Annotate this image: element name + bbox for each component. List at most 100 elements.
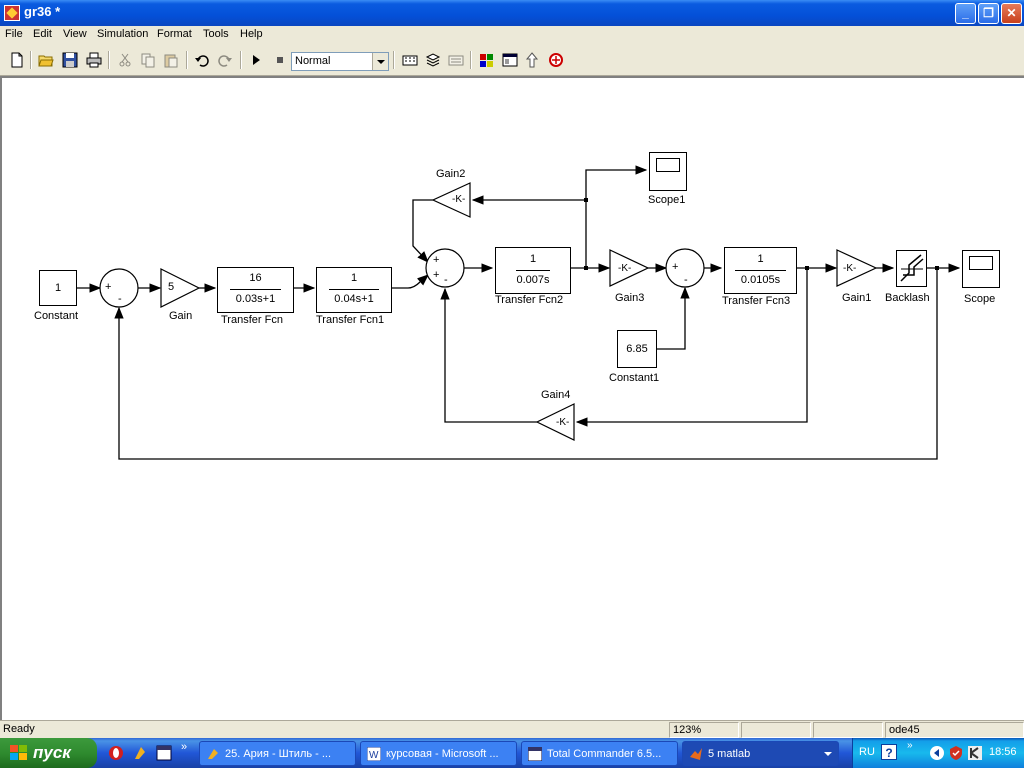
sum2-sign-left: + xyxy=(433,269,440,281)
security-shield-icon[interactable] xyxy=(948,745,964,761)
scope-screen-icon xyxy=(969,256,993,270)
toolbar-separator xyxy=(30,51,32,69)
word-icon: W xyxy=(367,747,381,761)
gain1-value: -K- xyxy=(843,263,857,274)
menu-simulation[interactable]: Simulation xyxy=(97,28,149,40)
library-browser-icon[interactable] xyxy=(479,52,495,68)
cut-icon[interactable] xyxy=(117,52,133,68)
title-bar: gr36 * _ ❐ ✕ xyxy=(0,0,1024,26)
gain-value: 5 xyxy=(168,281,175,293)
menu-help[interactable]: Help xyxy=(240,28,263,40)
zoom-level: 123% xyxy=(669,722,739,738)
save-icon[interactable] xyxy=(62,52,78,68)
start-button[interactable]: пуск xyxy=(0,738,97,768)
print-icon[interactable] xyxy=(86,52,102,68)
total-commander-icon[interactable] xyxy=(156,745,172,761)
gain-block xyxy=(160,268,201,308)
signal-lines xyxy=(75,165,961,460)
antivirus-icon[interactable] xyxy=(967,745,983,761)
fraction-bar xyxy=(230,289,281,290)
gain2-label: Gain2 xyxy=(436,168,466,180)
simulation-mode-select[interactable]: Normal xyxy=(291,52,389,71)
winamp-icon[interactable] xyxy=(132,745,148,761)
debug-icon[interactable] xyxy=(448,52,464,68)
copy-icon[interactable] xyxy=(140,52,156,68)
menu-tools[interactable]: Tools xyxy=(203,28,229,40)
taskbar-item-total-commander[interactable]: Total Commander 6.5... xyxy=(521,741,678,766)
sum2-sign-top: + xyxy=(433,254,440,266)
transfer-fcn-label: Transfer Fcn xyxy=(221,314,283,326)
opera-icon[interactable] xyxy=(108,745,124,761)
status-text: Ready xyxy=(3,723,35,735)
scope-screen-icon xyxy=(656,158,680,172)
gain1-block xyxy=(836,249,878,287)
update-diagram-icon[interactable] xyxy=(425,52,441,68)
status-field-empty xyxy=(813,722,883,738)
chevron-down-icon[interactable] xyxy=(372,53,388,70)
transfer-fcn2-label: Transfer Fcn2 xyxy=(495,294,564,306)
matlab-icon xyxy=(690,748,702,760)
menu-file[interactable]: File xyxy=(5,28,23,40)
simulink-app-icon[interactable] xyxy=(4,5,20,21)
quick-launch-more-icon[interactable]: » xyxy=(181,741,188,753)
redo-icon[interactable] xyxy=(217,52,233,68)
transfer-fcn3-block[interactable]: 1 0.0105s xyxy=(724,247,797,294)
scope-block[interactable] xyxy=(962,250,1000,288)
solver-name: ode45 xyxy=(885,722,1024,738)
total-commander-icon xyxy=(528,747,542,761)
open-icon[interactable] xyxy=(38,52,54,68)
paste-icon[interactable] xyxy=(163,52,179,68)
window-title: gr36 * xyxy=(24,4,61,19)
system-tray: RU ? » 18:56 xyxy=(852,738,1024,768)
taskbar-item-word[interactable]: W курсовая - Microsoft ... xyxy=(360,741,517,766)
new-model-icon[interactable] xyxy=(9,52,25,68)
sum1-sign-plus: + xyxy=(105,281,112,293)
language-indicator[interactable]: RU xyxy=(859,746,875,758)
debugger-icon[interactable] xyxy=(548,52,564,68)
help-icon[interactable]: ? xyxy=(881,744,897,760)
gain2-block xyxy=(431,182,471,218)
menu-view[interactable]: View xyxy=(63,28,87,40)
scope1-label: Scope1 xyxy=(648,194,686,206)
gain1-label: Gain1 xyxy=(842,292,872,304)
undo-icon[interactable] xyxy=(194,52,210,68)
minimize-button[interactable]: _ xyxy=(955,3,976,24)
menu-format[interactable]: Format xyxy=(157,28,192,40)
scope1-block[interactable] xyxy=(649,152,687,191)
constant1-label: Constant1 xyxy=(609,372,660,384)
transfer-fcn-block[interactable]: 16 0.03s+1 xyxy=(217,267,294,313)
start-simulation-icon[interactable] xyxy=(248,52,264,68)
sum3-block xyxy=(665,248,705,288)
transfer-fcn2-block[interactable]: 1 0.007s xyxy=(495,247,571,294)
maximize-button[interactable]: ❐ xyxy=(978,3,999,24)
chevron-down-icon[interactable] xyxy=(824,752,832,756)
taskbar-item-winamp[interactable]: 25. Ария - Штиль - ... xyxy=(199,741,356,766)
model-explorer-icon[interactable] xyxy=(502,52,518,68)
back-arrow-icon[interactable] xyxy=(929,745,945,761)
toolbar xyxy=(0,45,1024,76)
transfer-fcn1-label: Transfer Fcn1 xyxy=(316,314,385,326)
gain-label: Gain xyxy=(169,310,193,322)
sum2-block xyxy=(425,248,465,288)
taskbar-item-matlab[interactable]: 5 matlab xyxy=(682,741,839,766)
model-canvas[interactable]: 1 Constant + - 5 Gain 16 0.03s+1 Transfe… xyxy=(0,76,1024,720)
constant1-block[interactable]: 6.85 xyxy=(617,330,657,368)
status-field-empty xyxy=(741,722,811,738)
menu-bar: File Edit View Simulation Format Tools H… xyxy=(0,26,1024,45)
menu-edit[interactable]: Edit xyxy=(33,28,52,40)
toolbar-separator xyxy=(393,51,395,69)
fraction-bar xyxy=(735,270,786,271)
close-button[interactable]: ✕ xyxy=(1001,3,1022,24)
clock: 18:56 xyxy=(989,746,1017,758)
constant-block[interactable]: 1 xyxy=(39,270,77,306)
build-icon[interactable] xyxy=(402,52,418,68)
stop-simulation-icon[interactable] xyxy=(272,52,288,68)
tray-expand-icon[interactable]: » xyxy=(907,740,913,751)
go-to-parent-icon[interactable] xyxy=(524,52,540,68)
status-bar: Ready 123% ode45 xyxy=(0,720,1024,738)
gain4-label: Gain4 xyxy=(541,389,571,401)
backlash-block[interactable] xyxy=(896,250,927,287)
transfer-fcn1-block[interactable]: 1 0.04s+1 xyxy=(316,267,392,313)
toolbar-separator xyxy=(470,51,472,69)
backlash-label: Backlash xyxy=(885,292,930,304)
